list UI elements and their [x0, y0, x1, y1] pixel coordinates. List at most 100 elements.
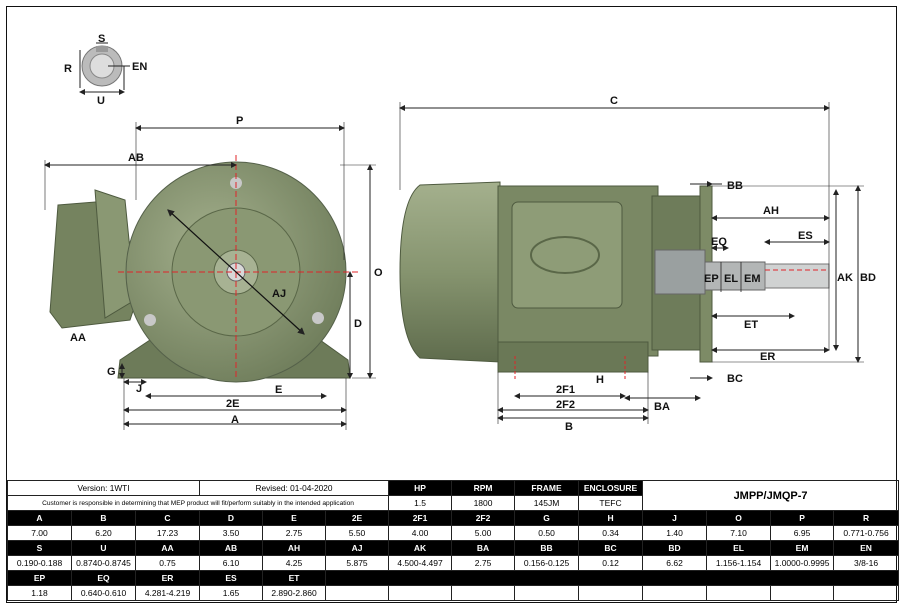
- dim-label-G: G: [107, 366, 116, 378]
- dim-value: 0.771-0.756: [833, 525, 900, 541]
- dim-header: ER: [135, 570, 200, 586]
- dim-header: EN: [833, 540, 900, 556]
- dim-label-P: P: [236, 115, 243, 127]
- dim-header: AB: [199, 540, 263, 556]
- dim-header: ES: [199, 570, 263, 586]
- motor-side-view: [399, 181, 830, 373]
- drawing-frame: [6, 6, 897, 603]
- frame-value: 145JM: [514, 495, 580, 511]
- dim-label-U: U: [97, 95, 105, 107]
- dim-value: 4.25: [262, 555, 326, 571]
- dim-header: U: [71, 540, 136, 556]
- dim-label-BA: BA: [654, 401, 670, 413]
- dim-label-E: E: [275, 384, 282, 396]
- dim-value: 3/8-16: [833, 555, 900, 571]
- blank-cell: [451, 585, 516, 601]
- dim-value-row-1: 7.00 6.20 17.23 3.50 2.75 5.50 4.00 5.00…: [7, 525, 900, 541]
- dim-value: 7.00: [7, 525, 72, 541]
- dim-label-EP: EP: [704, 273, 719, 285]
- dim-value: 2.890-2.860: [262, 585, 326, 601]
- dim-label-AA: AA: [70, 332, 86, 344]
- model-number: JMPP/JMQP-7: [642, 480, 900, 511]
- version-label: Version: 1WTI: [7, 480, 200, 496]
- dim-header: H: [578, 510, 644, 526]
- dim-label-H: H: [596, 374, 604, 386]
- dim-label-ET: ET: [744, 319, 758, 331]
- dim-header: J: [642, 510, 708, 526]
- dim-header: AH: [262, 540, 326, 556]
- dim-value: 1.156-1.154: [706, 555, 772, 571]
- blank-cell: [706, 585, 772, 601]
- dim-value: 1.0000-0.9995: [770, 555, 835, 571]
- dim-value: 17.23: [135, 525, 200, 541]
- dim-label-ER: ER: [760, 351, 775, 363]
- blank-cell: [578, 585, 644, 601]
- dim-label-2F1: 2F1: [556, 384, 575, 396]
- dim-header: 2E: [324, 510, 390, 526]
- rpm-value: 1800: [451, 495, 516, 511]
- dim-header: S: [7, 540, 72, 556]
- dim-value: 0.190-0.188: [7, 555, 72, 571]
- dim-header-row-2: S U AA AB AH AJ AK BA BB BC BD EL EM EN: [7, 540, 900, 556]
- hp-value: 1.5: [388, 495, 453, 511]
- dim-header-row-1: A B C D E 2E 2F1 2F2 G H J O P R: [7, 510, 900, 526]
- dim-value: 2.75: [451, 555, 516, 571]
- dim-header: P: [770, 510, 835, 526]
- dim-value: 1.18: [7, 585, 72, 601]
- meta-row-1: Version: 1WTI Revised: 01-04-2020 HP RPM…: [7, 480, 900, 511]
- enclosure-header: ENCLOSURE: [578, 480, 644, 496]
- blank-cell: [833, 585, 900, 601]
- dim-header: BC: [578, 540, 644, 556]
- dim-value: 1.65: [199, 585, 263, 601]
- specification-table: Version: 1WTI Revised: 01-04-2020 HP RPM…: [6, 480, 900, 601]
- blank-cell: [770, 585, 835, 601]
- customer-note: Customer is responsible in determining t…: [6, 495, 390, 511]
- dim-header: ET: [262, 570, 326, 586]
- dim-header: AA: [135, 540, 200, 556]
- dim-header: BB: [514, 540, 580, 556]
- dim-header: AJ: [324, 540, 390, 556]
- dim-label-J: J: [136, 383, 142, 395]
- dim-header: O: [706, 510, 772, 526]
- dim-header: B: [71, 510, 136, 526]
- dim-label-EL: EL: [724, 273, 738, 285]
- dim-label-AJ: AJ: [272, 288, 286, 300]
- dim-value: 6.95: [770, 525, 835, 541]
- dim-value: 0.12: [578, 555, 644, 571]
- dim-label-R: R: [64, 63, 72, 75]
- dim-value: 4.00: [388, 525, 453, 541]
- hp-header: HP: [388, 480, 453, 496]
- blank-cell: [324, 570, 900, 586]
- dim-label-EM: EM: [744, 273, 761, 285]
- blank-cell: [324, 585, 390, 601]
- dim-value: 7.10: [706, 525, 772, 541]
- dim-header: BD: [642, 540, 708, 556]
- dim-header: BA: [451, 540, 516, 556]
- dim-header-row-3: EP EQ ER ES ET: [7, 570, 900, 586]
- blank-cell: [642, 585, 708, 601]
- dim-value: 6.10: [199, 555, 263, 571]
- dim-header: R: [833, 510, 900, 526]
- dim-value: 5.875: [324, 555, 390, 571]
- dim-value: 0.640-0.610: [71, 585, 136, 601]
- dim-label-C: C: [610, 95, 618, 107]
- dim-label-BD: BD: [860, 272, 876, 284]
- dim-value: 5.00: [451, 525, 516, 541]
- dim-label-O: O: [374, 267, 383, 279]
- dim-header: C: [135, 510, 200, 526]
- motor-dimension-drawing: S R EN U AJ P AB O D AA G J E 2E: [44, 33, 876, 433]
- dim-label-EQ: EQ: [711, 236, 727, 248]
- dim-value: 4.500-4.497: [388, 555, 453, 571]
- dim-label-ES: ES: [798, 230, 813, 242]
- dim-label-AH: AH: [763, 205, 779, 217]
- dim-label-S: S: [98, 33, 105, 45]
- dim-header: AK: [388, 540, 453, 556]
- dim-header: 2F1: [388, 510, 453, 526]
- dim-value: 0.156-0.125: [514, 555, 580, 571]
- dim-label-2F2: 2F2: [556, 399, 575, 411]
- dim-label-EN: EN: [132, 61, 147, 73]
- dim-header: D: [199, 510, 263, 526]
- dim-header: G: [514, 510, 580, 526]
- dim-label-2E: 2E: [226, 398, 239, 410]
- dim-value: 3.50: [199, 525, 263, 541]
